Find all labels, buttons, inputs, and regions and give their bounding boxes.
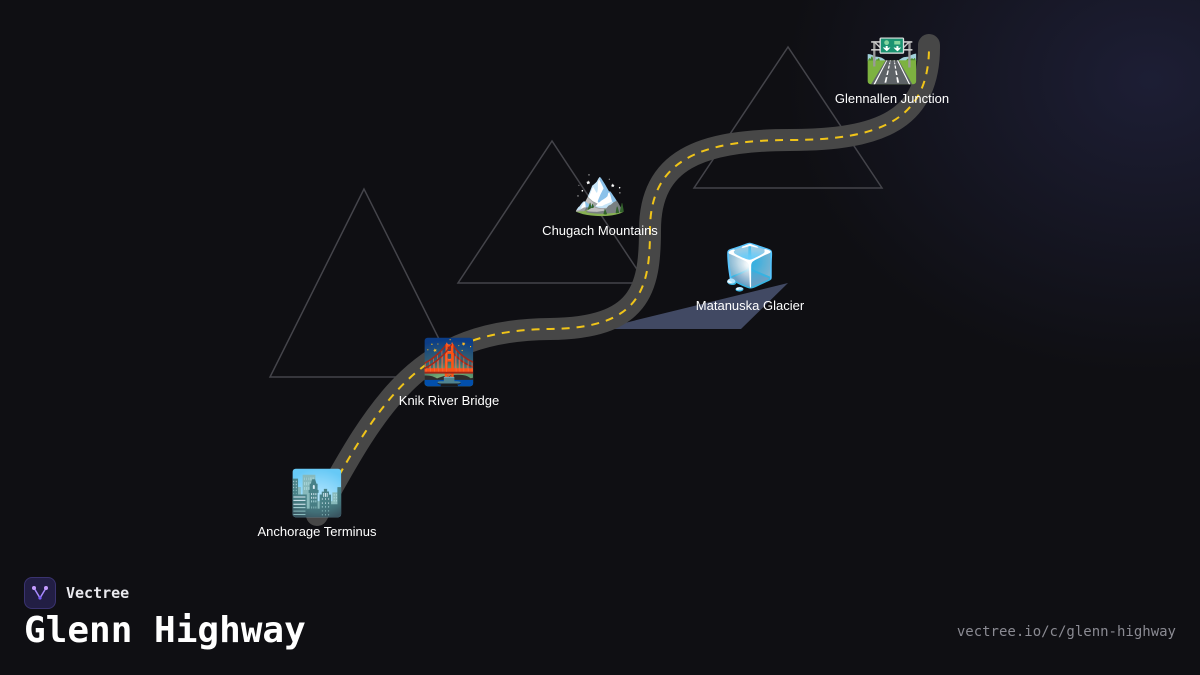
stop-matanuska-glacier[interactable]: 🧊 Matanuska Glacier [696,242,804,313]
stop-label: Knik River Bridge [398,393,500,408]
stop-anchorage-terminus[interactable]: 🏙️ Anchorage Terminus [258,468,377,539]
snow-capped-mountain-icon: 🏔️ [572,168,628,217]
mountain-center [456,139,648,284]
stop-label: Matanuska Glacier [695,298,805,313]
stop-label: Anchorage Terminus [257,524,377,539]
brand[interactable]: Vectree [24,577,129,609]
city-skyline-icon: 🏙️ [289,469,345,518]
bridge-at-night-icon: 🌉 [421,338,477,387]
page-title: Glenn Highway [24,610,306,651]
glacier-shape [600,283,788,329]
stop-knik-river-bridge[interactable]: 🌉 Knik River Bridge [399,337,499,408]
mountain-left [268,187,460,378]
stop-label: Glennallen Junction [834,91,950,106]
highway-center-line [316,44,931,516]
brand-name: Vectree [66,584,130,602]
source-url[interactable]: vectree.io/c/glenn-highway [956,624,1176,640]
mountain-right [692,45,884,189]
motorway-icon: 🛣️ [864,36,920,85]
vectree-logo-icon [24,577,56,609]
stop-chugach-mountains[interactable]: 🏔️ Chugach Mountains [542,167,658,238]
stop-glennallen-junction[interactable]: 🛣️ Glennallen Junction [835,35,949,106]
stop-label: Chugach Mountains [542,223,658,238]
ice-cube-icon: 🧊 [722,243,778,292]
